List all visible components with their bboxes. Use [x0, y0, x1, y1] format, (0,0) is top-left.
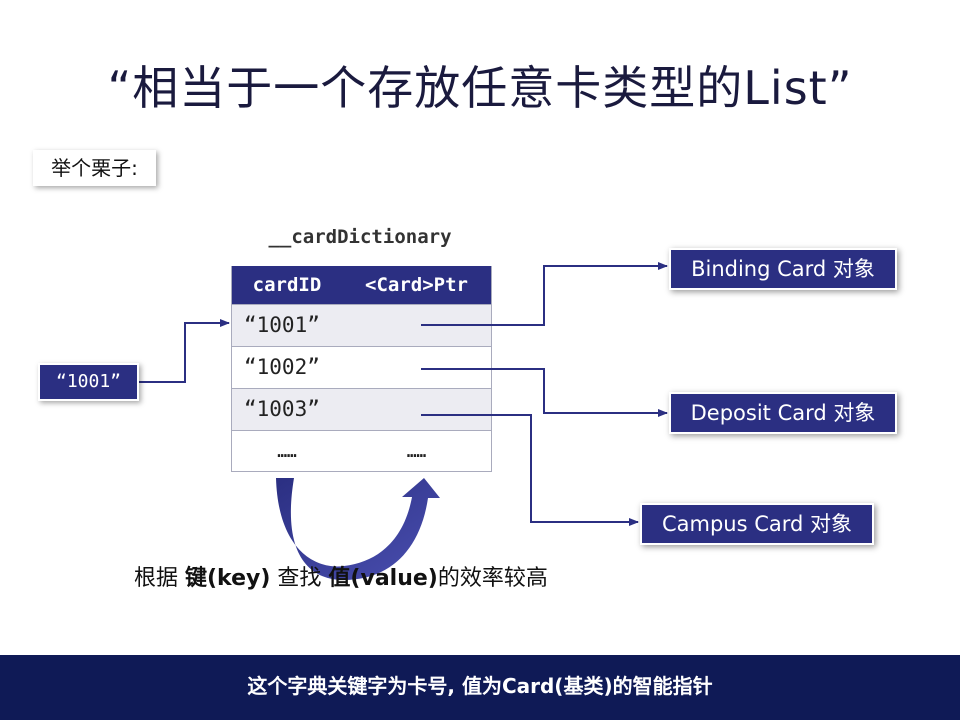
- row-key: ……: [277, 442, 297, 461]
- column-header-card-ptr: <Card>Ptr: [365, 274, 468, 296]
- lookup-caption: 根据 键(key) 查找 值(value)的效率较高: [134, 562, 548, 596]
- campus-card-object: Campus Card 对象: [640, 503, 874, 545]
- key-to-row-arrow: [139, 319, 230, 383]
- binding-card-object: Binding Card 对象: [669, 248, 897, 290]
- lookup-key-box: “1001”: [38, 363, 139, 401]
- slide-title: “相当于一个存放任意卡类型的List”: [107, 61, 853, 115]
- row-key: “1001”: [244, 313, 320, 337]
- deposit-card-object: Deposit Card 对象: [669, 392, 897, 434]
- lookup-curve-arrow: [276, 478, 440, 580]
- row-key: “1002”: [244, 355, 320, 379]
- caption-text: 查找: [270, 566, 329, 591]
- row1002-to-deposit-arrow: [421, 368, 668, 417]
- column-header-card-id: cardID: [252, 274, 322, 296]
- row1003-to-campus-arrow: [421, 414, 639, 526]
- caption-key-term: 键(key): [185, 566, 271, 591]
- dictionary-name: __cardDictionary: [268, 226, 452, 248]
- caption-value-term: 值(value): [328, 566, 438, 591]
- dictionary-table: cardID <Card>Ptr “1001” “1002” “1003” ………: [231, 266, 492, 472]
- table-row: “1003”: [232, 388, 491, 430]
- table-row: “1002”: [232, 346, 491, 388]
- table-row: …… ……: [232, 430, 491, 471]
- row-value: ……: [406, 442, 427, 461]
- caption-text: 的效率较高: [437, 566, 548, 591]
- dictionary-header: cardID <Card>Ptr: [232, 266, 491, 304]
- example-label: 举个栗子:: [33, 150, 156, 186]
- footer-banner: 这个字典关键字为卡号, 值为Card(基类)的智能指针: [0, 655, 960, 720]
- caption-text: 根据: [134, 566, 185, 591]
- row-key: “1003”: [244, 397, 320, 421]
- row1001-to-binding-arrow: [421, 262, 668, 326]
